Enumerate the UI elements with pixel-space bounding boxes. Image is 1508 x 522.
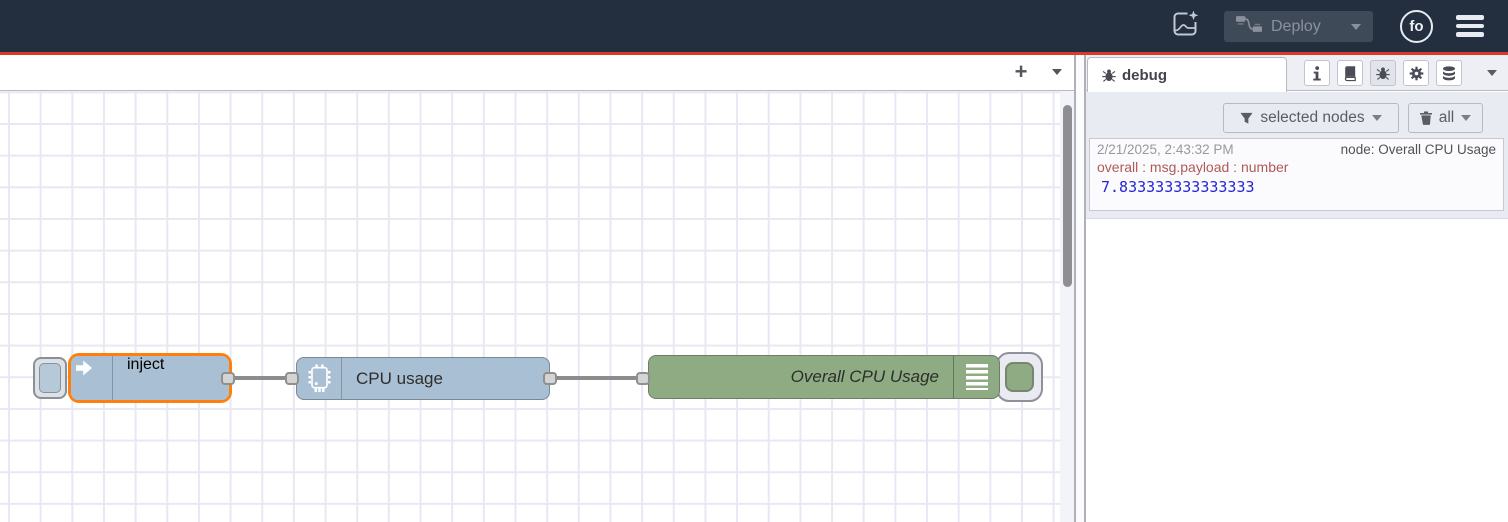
trash-icon bbox=[1419, 111, 1432, 125]
context-tab-button[interactable] bbox=[1436, 60, 1462, 86]
debug-message-value: 7.833333333333333 bbox=[1101, 178, 1255, 196]
debug-message-property: overall : msg.payload : number bbox=[1097, 159, 1289, 175]
main-menu-button[interactable] bbox=[1456, 15, 1484, 37]
header-bar: Deploy fo bbox=[0, 0, 1508, 52]
node-inject-label: inject bbox=[127, 356, 165, 373]
plus-icon: + bbox=[1014, 59, 1028, 84]
debug-clear-button[interactable]: all bbox=[1408, 103, 1483, 133]
inject-arrow-icon bbox=[71, 356, 113, 400]
deploy-icon bbox=[1236, 15, 1262, 38]
add-flow-button[interactable]: + bbox=[1006, 58, 1036, 86]
node-cpu-usage[interactable]: CPU usage bbox=[296, 357, 550, 400]
tab-debug-label: debug bbox=[1122, 66, 1167, 84]
user-avatar[interactable]: fo bbox=[1400, 10, 1433, 43]
canvas-scrollbar-thumb[interactable] bbox=[1062, 105, 1072, 287]
chevron-down-icon bbox=[1461, 115, 1472, 121]
debug-enable-toggle[interactable] bbox=[996, 352, 1043, 402]
debug-tab-button[interactable] bbox=[1370, 60, 1396, 86]
config-tab-button[interactable] bbox=[1403, 60, 1429, 86]
book-icon bbox=[1344, 65, 1356, 81]
info-tab-button[interactable] bbox=[1304, 60, 1330, 86]
debug-filter-label: selected nodes bbox=[1260, 109, 1365, 126]
chevron-down-icon bbox=[1371, 115, 1382, 121]
port-cpu-out[interactable] bbox=[543, 372, 557, 385]
sidebar-tool-buttons bbox=[1304, 60, 1462, 86]
debug-message[interactable]: 2/21/2025, 2:43:32 PM node: Overall CPU … bbox=[1089, 138, 1504, 211]
deploy-label: Deploy bbox=[1271, 17, 1321, 35]
chevron-down-icon bbox=[1052, 69, 1062, 75]
flow-assistant-icon bbox=[1170, 9, 1200, 44]
debug-panel: selected nodes all 2/21/2025, 2:43:32 PM… bbox=[1086, 92, 1508, 219]
port-debug-in[interactable] bbox=[636, 372, 650, 385]
sidebar-tabbar: debug bbox=[1086, 55, 1508, 92]
help-tab-button[interactable] bbox=[1337, 60, 1363, 86]
info-icon bbox=[1313, 65, 1321, 81]
deploy-options-caret-icon[interactable] bbox=[1351, 23, 1361, 30]
wire-inject-to-cpu[interactable] bbox=[230, 376, 290, 380]
deploy-button[interactable]: Deploy bbox=[1224, 11, 1373, 42]
debug-message-source-node: node: Overall CPU Usage bbox=[1340, 142, 1496, 157]
user-initials: fo bbox=[1409, 18, 1424, 35]
cpu-chip-icon bbox=[297, 358, 342, 399]
workspace-tabbar: + bbox=[0, 55, 1074, 91]
canvas-scrollbar bbox=[1060, 91, 1074, 522]
debug-message-timestamp: 2/21/2025, 2:43:32 PM bbox=[1097, 142, 1234, 157]
gear-icon bbox=[1409, 66, 1423, 80]
debug-clear-label: all bbox=[1438, 109, 1455, 126]
bug-icon bbox=[1376, 67, 1390, 80]
bug-icon bbox=[1102, 69, 1116, 82]
flow-canvas[interactable]: inject CPU usage bbox=[0, 91, 1060, 522]
node-cpu-usage-label: CPU usage bbox=[356, 368, 443, 388]
debug-lines-icon bbox=[953, 356, 999, 398]
port-cpu-in[interactable] bbox=[285, 372, 299, 385]
assistant-button[interactable] bbox=[1168, 9, 1202, 43]
filter-funnel-icon bbox=[1240, 112, 1253, 124]
node-overall-cpu-usage[interactable]: Overall CPU Usage bbox=[648, 355, 1000, 399]
hamburger-icon bbox=[1456, 15, 1484, 37]
header-accent-bar bbox=[0, 52, 1508, 55]
flow-list-button[interactable] bbox=[1044, 58, 1070, 86]
sidebar-splitter[interactable] bbox=[1074, 55, 1086, 522]
tab-debug[interactable]: debug bbox=[1087, 57, 1287, 92]
debug-filter-button[interactable]: selected nodes bbox=[1223, 103, 1399, 133]
node-inject[interactable]: inject bbox=[68, 353, 232, 403]
port-inject-out[interactable] bbox=[221, 372, 235, 385]
chevron-down-icon bbox=[1487, 70, 1497, 76]
inject-trigger-button[interactable] bbox=[33, 357, 67, 399]
sidebar-options-button[interactable] bbox=[1480, 61, 1504, 85]
debug-sidebar: debug bbox=[1086, 55, 1508, 522]
wire-cpu-to-debug[interactable] bbox=[550, 376, 640, 380]
database-icon bbox=[1443, 65, 1455, 80]
node-overall-cpu-usage-label: Overall CPU Usage bbox=[790, 367, 939, 386]
